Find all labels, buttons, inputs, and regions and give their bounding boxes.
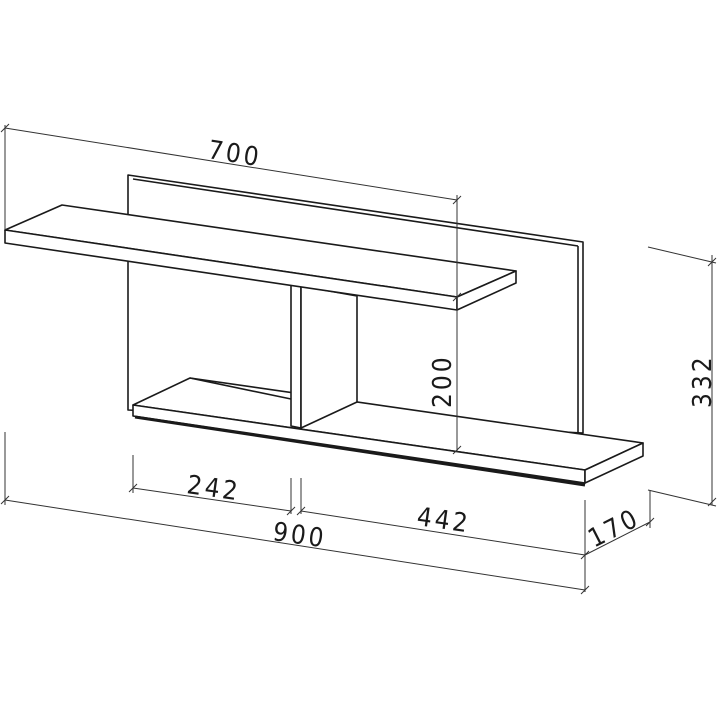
dimension-label-332: 332	[688, 354, 718, 408]
bottom-shelf	[132, 377, 644, 487]
dimension-label-900: 900	[271, 517, 328, 554]
dimension-label-242: 242	[185, 470, 242, 507]
dimension-label-700: 700	[206, 135, 264, 173]
dimension-242: 242	[128, 455, 296, 516]
dimension-900: 900	[0, 432, 590, 595]
dimension-332: 332	[647, 246, 718, 507]
dimension-442: 442	[296, 478, 590, 560]
dimension-170: 170	[584, 490, 655, 556]
dimension-label-442: 442	[415, 502, 472, 539]
dimension-200: 200	[428, 195, 462, 455]
dimension-label-200: 200	[428, 354, 458, 408]
dimension-label-170: 170	[584, 503, 645, 554]
